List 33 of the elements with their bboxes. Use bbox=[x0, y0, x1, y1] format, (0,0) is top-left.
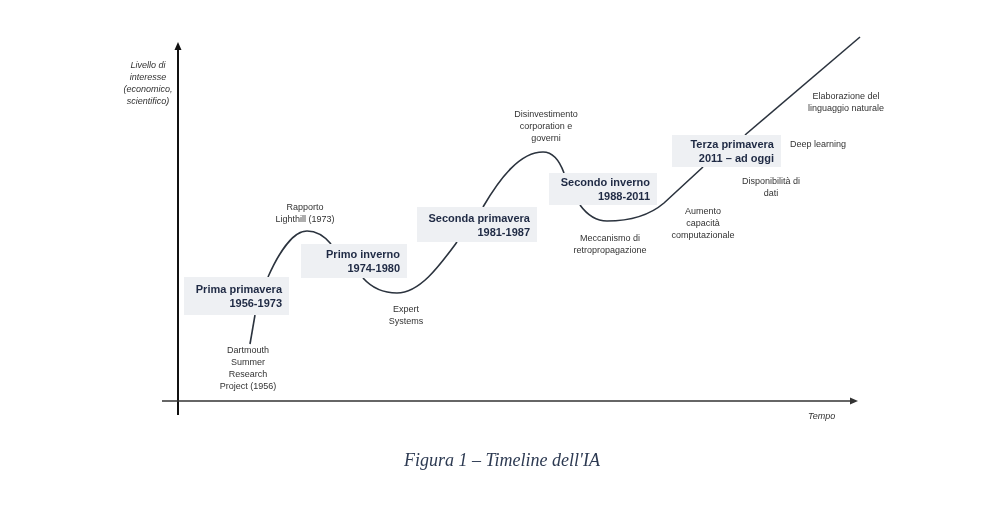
phase-years: 1956-1973 bbox=[229, 296, 282, 310]
annotation-text: Dartmouth Summer Research Project (1956) bbox=[216, 344, 280, 392]
phase-name: Primo inverno bbox=[326, 247, 400, 261]
phase-years: 2011 – ad oggi bbox=[698, 151, 774, 165]
annotation-text: Meccanismo di retropropagazione bbox=[572, 232, 648, 256]
annotation-text: Disinvestimento corporation e governi bbox=[513, 108, 579, 144]
figure-caption: Figura 1 – Timeline dell'IA bbox=[404, 449, 600, 472]
phase-name: Secondo inverno bbox=[560, 175, 650, 189]
timeline-curve bbox=[744, 36, 861, 136]
phase-name: Terza primavera bbox=[690, 137, 774, 151]
phase-box bbox=[672, 135, 781, 167]
phase-years: 1974-1980 bbox=[347, 261, 400, 275]
annotation-text: Aumento capacità computazionale bbox=[670, 205, 736, 241]
timeline-curve bbox=[267, 230, 332, 278]
phase-box bbox=[549, 173, 657, 205]
phase-name: Prima primavera bbox=[195, 282, 282, 296]
annotation-text: Disponibilità di dati bbox=[741, 175, 801, 199]
timeline-curve bbox=[579, 166, 704, 222]
annotation-text: Expert Systems bbox=[387, 303, 425, 327]
annotation-text: Deep learning bbox=[790, 138, 847, 150]
timeline-curve bbox=[482, 151, 565, 208]
annotation-text: Elaborazione del linguaggio naturale bbox=[806, 90, 886, 114]
phase-name: Seconda primavera bbox=[428, 210, 530, 225]
phase-box bbox=[417, 207, 537, 242]
phase-years: 1988-2011 bbox=[598, 189, 650, 203]
phase-box bbox=[184, 277, 289, 315]
axis-title: Livello di interesse (economico, scientifico) bbox=[122, 59, 174, 107]
annotation-text: Rapporto Lighthill (1973) bbox=[274, 201, 336, 225]
phase-box bbox=[301, 244, 407, 278]
timeline-curve bbox=[249, 314, 256, 345]
axis-title: Tempo bbox=[808, 410, 836, 422]
phase-years: 1981-1987 bbox=[477, 224, 530, 239]
timeline-curve bbox=[362, 241, 458, 294]
